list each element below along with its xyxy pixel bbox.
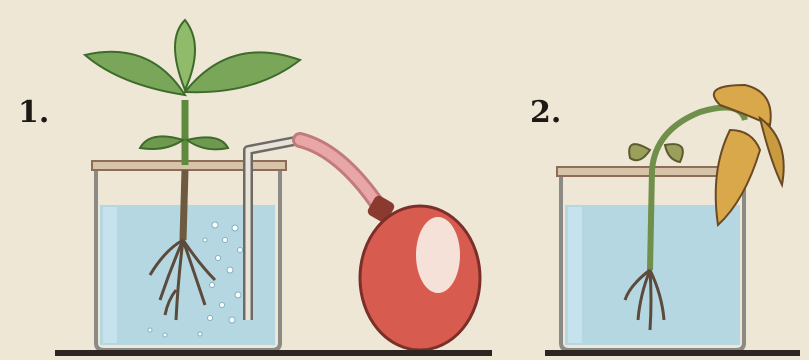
table-line-1 <box>55 350 492 356</box>
glass-highlight <box>568 207 582 343</box>
table-line-2 <box>545 350 800 356</box>
experiment-2-label: 2. <box>530 95 561 130</box>
experiment-1-label: 1. <box>18 95 49 130</box>
beaker-lid <box>92 161 286 170</box>
glass-highlight <box>103 207 117 343</box>
stem-lower <box>183 170 185 240</box>
